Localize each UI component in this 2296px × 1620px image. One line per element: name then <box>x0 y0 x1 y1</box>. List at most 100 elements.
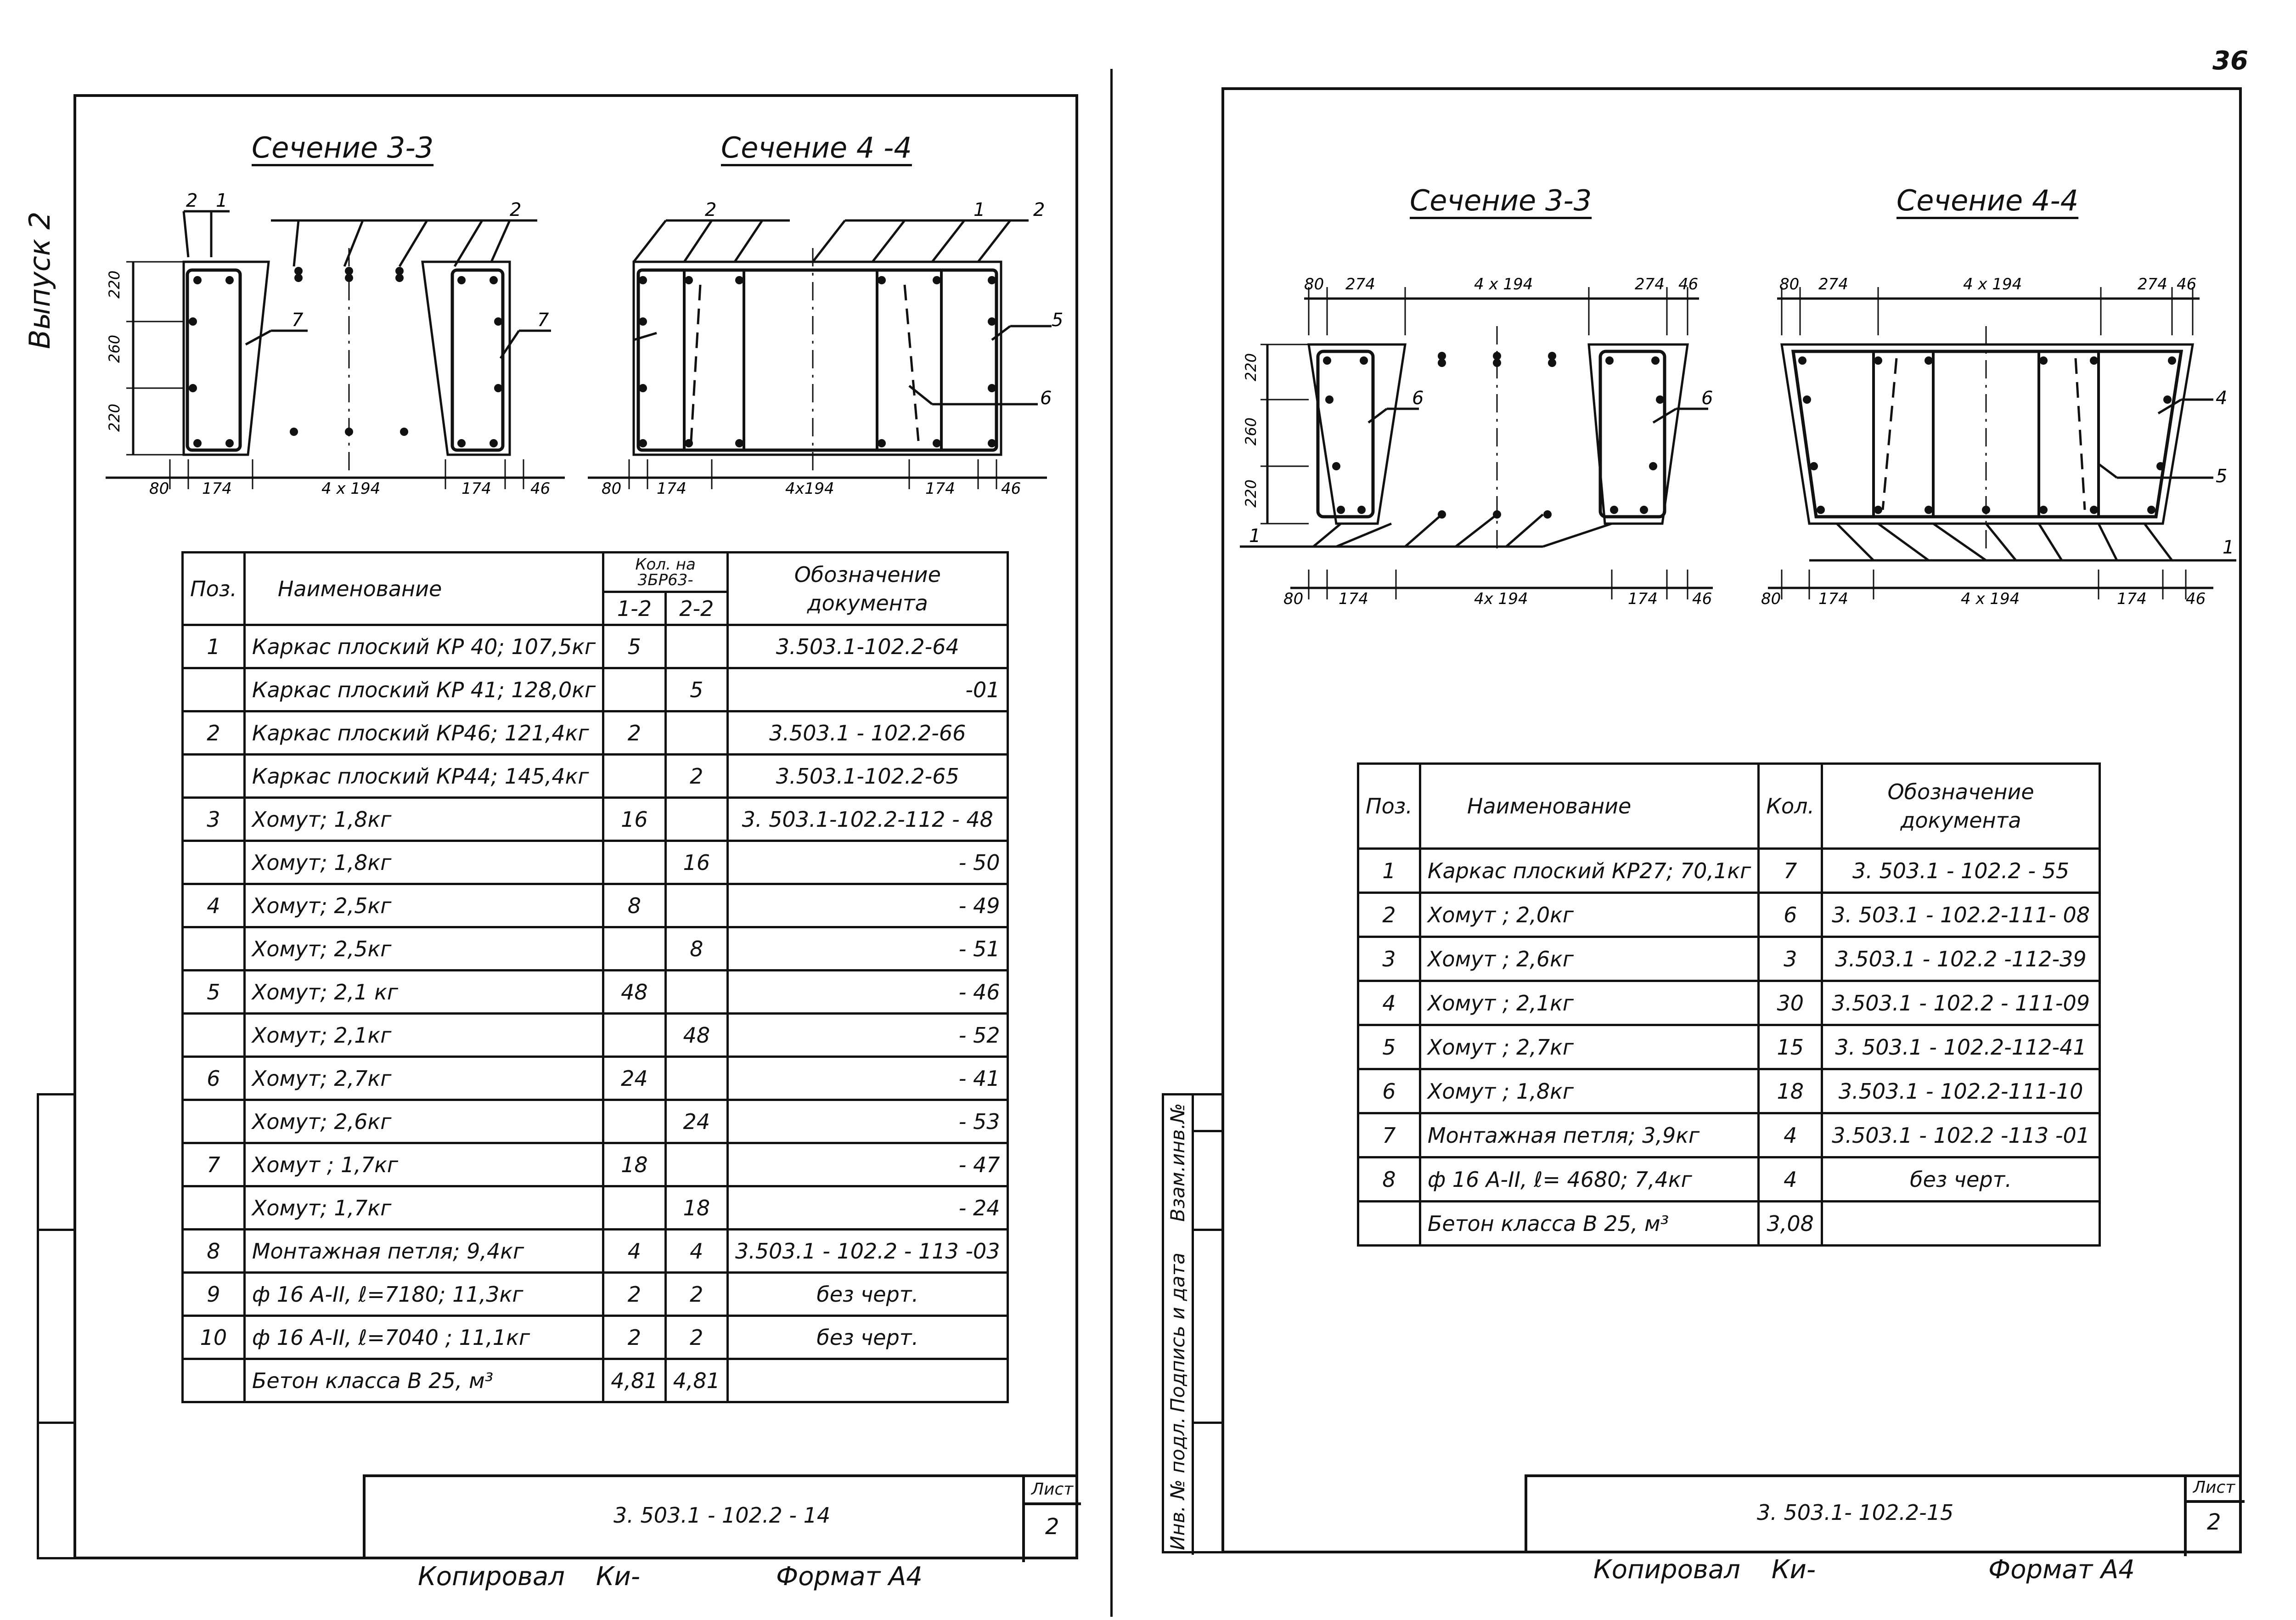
row-doc: без черт. <box>1821 1156 2101 1202</box>
row-qty-a: 5 <box>602 624 667 669</box>
row-doc: 3.503.1 - 102.2 - 113 -03 <box>726 1228 1009 1274</box>
row-pos: 5 <box>181 969 246 1015</box>
r-dim-b1: 80 <box>1283 590 1303 608</box>
r-th-name: Наименование <box>1418 762 1760 850</box>
mark-5c: 5 <box>1052 310 1063 331</box>
row-name: ф 16 А-II, ℓ=7180; 11,3кг <box>243 1271 605 1317</box>
left-stamp-sheet-label: Лист <box>1031 1480 1074 1499</box>
row-name: Хомут ; 2,0кг <box>1418 892 1760 938</box>
r-mark-6b: 6 <box>1701 388 1713 409</box>
th-qty-b: 2-2 <box>664 591 729 626</box>
r-dim-t5: 46 <box>1678 275 1698 294</box>
dim-b-w2: 174 <box>657 480 687 498</box>
left-stamp-sheet-no: 2 <box>1045 1514 1059 1540</box>
row-doc: 3.503.1-102.2-64 <box>726 624 1009 669</box>
row-qty-b <box>664 796 729 842</box>
r-b-dim-b3: 4 x 194 <box>1961 590 2020 608</box>
right-stamp-code: 3. 503.1- 102.2-15 <box>1757 1500 1954 1525</box>
row-qty-a: 2 <box>602 1315 667 1360</box>
side-label-sign: Подпись и дата <box>1166 1253 1189 1412</box>
row-name: Каркас плоский КР 40; 107,5кг <box>243 624 605 669</box>
row-pos: 6 <box>1357 1068 1421 1114</box>
r-th-qty: Кол. <box>1757 762 1823 850</box>
right-binding-strip <box>1162 1093 1224 1555</box>
row-qty: 18 <box>1757 1068 1823 1114</box>
row-qty-b <box>664 624 729 669</box>
row-qty-b: 5 <box>664 667 729 712</box>
mark-2d: 2 <box>1033 199 1045 220</box>
r-dim-t1: 80 <box>1304 275 1324 294</box>
r-dim-h2: 260 <box>1242 418 1260 446</box>
row-doc: -01 <box>726 667 1009 712</box>
row-name: Каркас плоский КР27; 70,1кг <box>1418 847 1760 894</box>
r-mark-5: 5 <box>2216 466 2227 487</box>
row-pos: 7 <box>1357 1112 1421 1158</box>
row-doc: - 41 <box>726 1056 1009 1101</box>
row-name: Хомут; 2,1 кг <box>243 969 605 1015</box>
r-dim-b2: 174 <box>1339 590 1368 608</box>
row-name: Хомут; 2,7кг <box>243 1056 605 1101</box>
row-qty: 15 <box>1757 1024 1823 1070</box>
r-b-dim-b2: 174 <box>1818 590 1848 608</box>
right-section-b-drawing: 80 274 4 x 194 274 46 4 5 1 80 174 4 x 1… <box>1761 275 2236 608</box>
row-name: Бетон класса В 25, м³ <box>243 1358 605 1403</box>
dim-h1: 220 <box>106 271 123 299</box>
r-dim-b3: 4x 194 <box>1474 590 1528 608</box>
row-pos <box>181 1012 246 1058</box>
right-spec-table: Поз. Наименование Кол. Обозначение докум… <box>1357 762 2101 1247</box>
r-th-doc: Обозначение документа <box>1821 762 2101 850</box>
row-qty-a: 4,81 <box>602 1358 667 1403</box>
row-doc: - 53 <box>726 1099 1009 1144</box>
row-name: Хомут ; 1,8кг <box>1418 1068 1760 1114</box>
right-section-a-title: Сечение 3-3 <box>1410 184 1592 217</box>
left-stamp: 3. 503.1 - 102.2 - 14 Лист 2 <box>363 1474 1081 1562</box>
row-qty-a: 8 <box>602 883 667 928</box>
r-b-dim-t2: 274 <box>1818 275 1848 294</box>
row-pos: 8 <box>1357 1156 1421 1202</box>
row-pos: 1 <box>181 624 246 669</box>
row-name: Хомут; 2,5кг <box>243 883 605 928</box>
r-b-dim-t4: 274 <box>2138 275 2167 294</box>
row-qty: 30 <box>1757 980 1823 1026</box>
r-b-dim-b4: 174 <box>2117 590 2147 608</box>
row-pos <box>181 840 246 885</box>
right-section-b-title: Сечение 4-4 <box>1896 184 2079 217</box>
row-pos <box>181 1185 246 1231</box>
left-footer-copied: Копировал Ки- <box>418 1562 641 1592</box>
row-name: Хомут ; 1,7кг <box>243 1142 605 1187</box>
row-doc <box>1821 1200 2101 1247</box>
row-pos: 3 <box>1357 936 1421 982</box>
dim-w1: 80 <box>149 480 169 498</box>
left-section-a-drawing: 2 1 2 7 7 220 260 220 80 174 4 x 194 174… <box>106 193 565 498</box>
left-stamp-code: 3. 503.1 - 102.2 - 14 <box>613 1503 831 1528</box>
row-qty-a: 18 <box>602 1142 667 1187</box>
right-stamp-sheet-no: 2 <box>2207 1509 2221 1535</box>
row-name: Хомут; 1,8кг <box>243 796 605 842</box>
dim-b-w3: 4x194 <box>785 480 834 498</box>
row-pos: 4 <box>1357 980 1421 1026</box>
row-qty: 6 <box>1757 892 1823 938</box>
row-qty-a: 2 <box>602 1271 667 1317</box>
row-name: Хомут; 2,6кг <box>243 1099 605 1144</box>
r-b-dim-b1: 80 <box>1761 590 1781 608</box>
row-pos <box>181 1099 246 1144</box>
row-qty-a <box>602 1185 667 1231</box>
row-qty-b: 2 <box>664 1271 729 1317</box>
row-doc: 3.503.1 - 102.2-66 <box>726 710 1009 756</box>
row-name: Хомут ; 2,7кг <box>1418 1024 1760 1070</box>
row-name: ф 16 А-II, ℓ=7040 ; 11,1кг <box>243 1315 605 1360</box>
row-pos <box>181 667 246 712</box>
row-pos: 8 <box>181 1228 246 1274</box>
r-mark-4: 4 <box>2216 388 2227 409</box>
right-footer-copied: Копировал Ки- <box>1593 1555 1816 1585</box>
row-doc: - 46 <box>726 969 1009 1015</box>
row-pos: 9 <box>181 1271 246 1317</box>
row-qty-a: 24 <box>602 1056 667 1101</box>
